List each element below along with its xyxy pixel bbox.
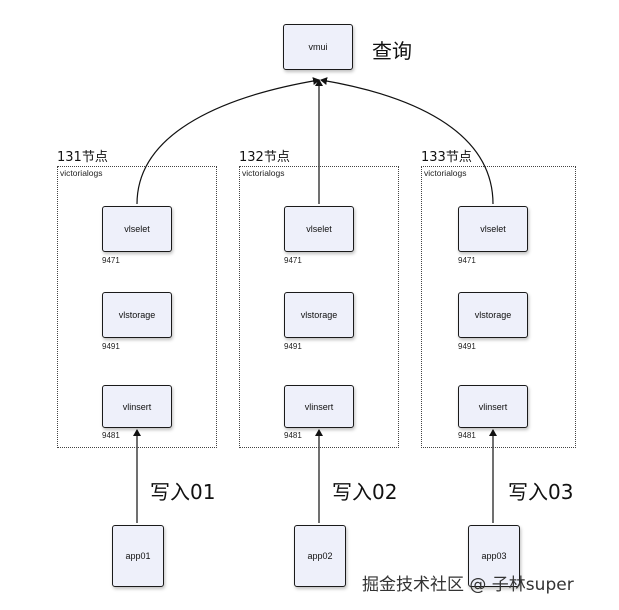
vlselect-131-to-vmui-connector xyxy=(136,77,320,205)
vlselect-box-133[interactable]: vlselet xyxy=(458,206,528,252)
vlstorage-label: vlstorage xyxy=(300,310,338,320)
group-caption: victorialogs xyxy=(424,168,467,178)
vlselect-label: vlselet xyxy=(480,224,506,234)
group-caption: victorialogs xyxy=(242,168,285,178)
victorialogs-group-131: victorialogs xyxy=(57,166,217,448)
vlstorage-port: 9491 xyxy=(284,342,302,351)
vlstorage-label: vlstorage xyxy=(118,310,156,320)
query-label: 查询 xyxy=(372,39,412,63)
vlstorage-port: 9491 xyxy=(458,342,476,351)
vlinsert-label: vlinsert xyxy=(478,401,508,412)
vlselect-port: 9471 xyxy=(458,256,476,265)
group-caption: victorialogs xyxy=(60,168,103,178)
vlstorage-box-131[interactable]: vlstorage xyxy=(102,292,172,338)
victorialogs-group-133: victorialogs xyxy=(421,166,576,448)
vlinsert-box-133[interactable]: vlinsert xyxy=(458,385,528,428)
app01-box[interactable]: app01 xyxy=(112,525,164,587)
vmui-label: vmui xyxy=(308,42,328,52)
write-label-02: 写入02 xyxy=(332,480,398,504)
victorialogs-group-132: victorialogs xyxy=(239,166,399,448)
app-label: app02 xyxy=(307,551,333,561)
vlstorage-port: 9491 xyxy=(102,342,120,351)
node-title-131: 131节点 xyxy=(57,150,108,165)
vlselect-port: 9471 xyxy=(102,256,120,265)
vlinsert-port: 9481 xyxy=(102,431,120,440)
vlinsert-box-132[interactable]: vlinsert xyxy=(284,385,354,428)
vlinsert-label: vlinsert xyxy=(304,401,334,412)
vlselect-label: vlselet xyxy=(306,224,332,234)
vmui-box[interactable]: vmui xyxy=(283,24,353,70)
footer-watermark: 掘金技术社区 @ 子林super xyxy=(362,575,574,595)
vlinsert-port: 9481 xyxy=(284,431,302,440)
app-label: app01 xyxy=(125,551,151,561)
vlinsert-port: 9481 xyxy=(458,431,476,440)
vlstorage-box-133[interactable]: vlstorage xyxy=(458,292,528,338)
vlselect-label: vlselet xyxy=(124,224,150,234)
vlinsert-label: vlinsert xyxy=(122,401,152,412)
node-title-133: 133节点 xyxy=(421,150,472,165)
app03-box[interactable]: app03 xyxy=(468,525,520,587)
app02-box[interactable]: app02 xyxy=(294,525,346,587)
vlselect-port: 9471 xyxy=(284,256,302,265)
app-label: app03 xyxy=(481,551,507,561)
vlstorage-box-132[interactable]: vlstorage xyxy=(284,292,354,338)
write-label-01: 写入01 xyxy=(150,480,216,504)
vlselect-box-132[interactable]: vlselet xyxy=(284,206,354,252)
vlselect-box-131[interactable]: vlselet xyxy=(102,206,172,252)
write-label-03: 写入03 xyxy=(508,480,574,504)
vlinsert-box-131[interactable]: vlinsert xyxy=(102,385,172,428)
node-title-132: 132节点 xyxy=(239,150,290,165)
vlstorage-label: vlstorage xyxy=(474,310,512,320)
vlselect-133-to-vmui-connector xyxy=(320,77,494,205)
